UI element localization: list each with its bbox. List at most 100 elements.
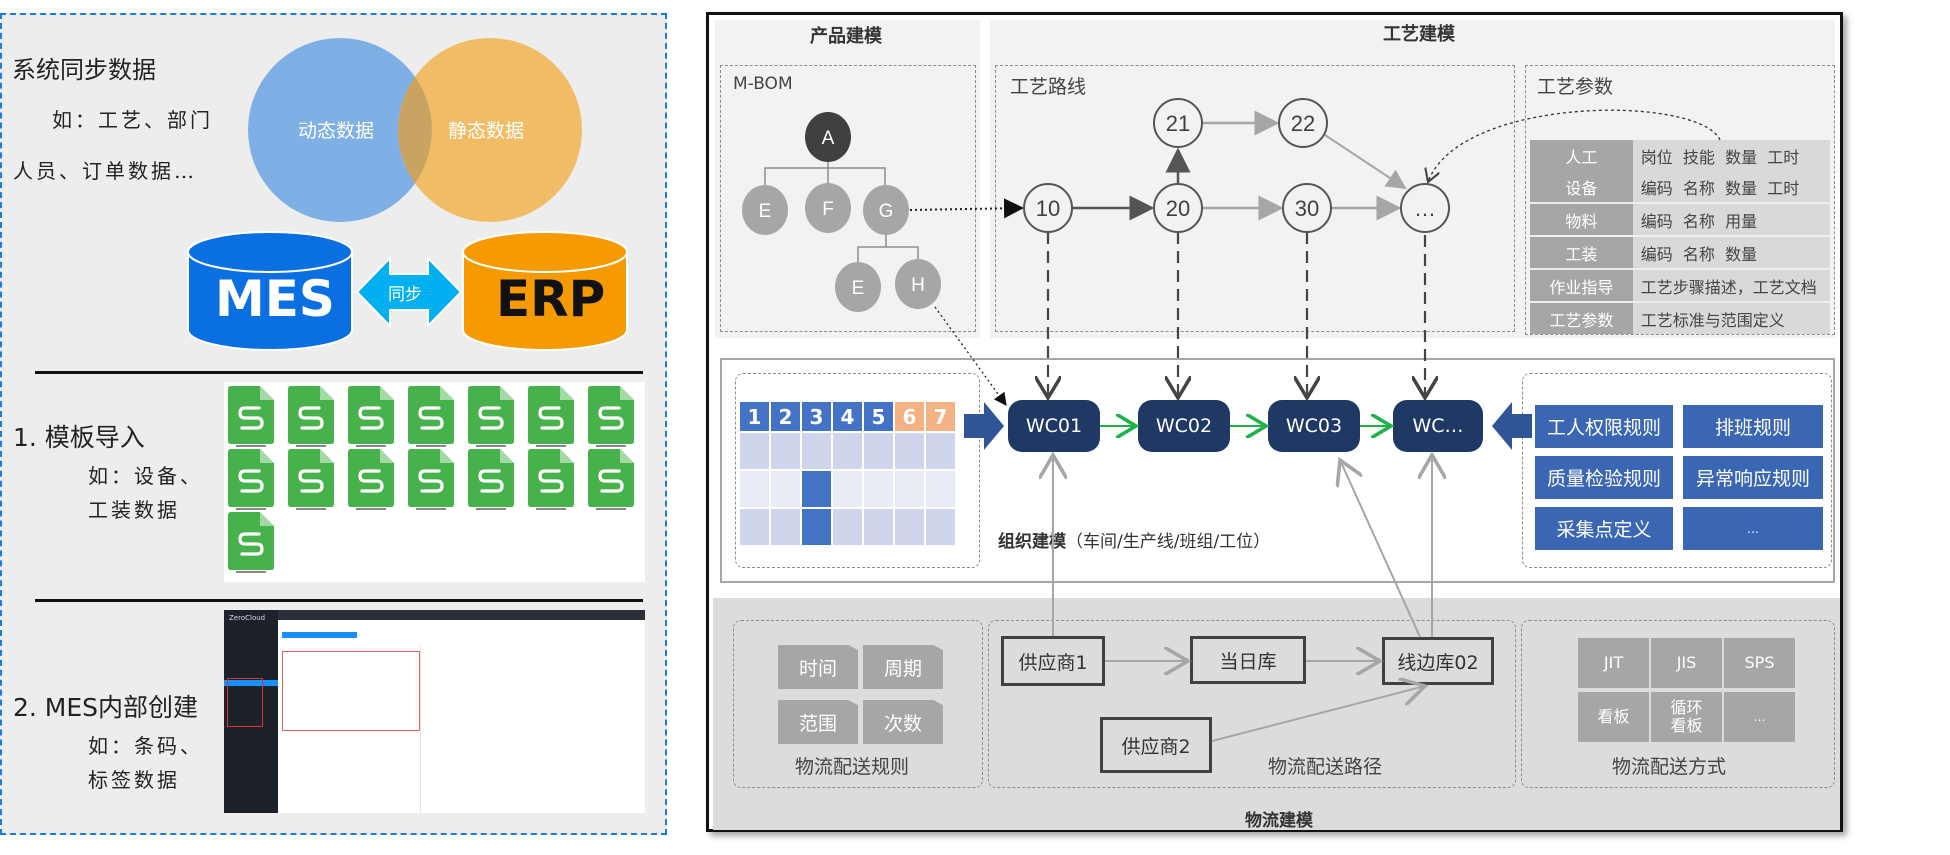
file-name-label xyxy=(236,508,266,510)
app-sidebar-active-item xyxy=(224,680,278,686)
process-modeling-title: 工艺建模 xyxy=(1383,24,1455,45)
spreadsheet-file-icon[interactable] xyxy=(408,386,454,444)
calendar-cell xyxy=(926,509,955,545)
param-value: 编码 名称 数量 工时 xyxy=(1632,171,1830,203)
spreadsheet-file-icon[interactable] xyxy=(528,386,574,444)
calendar-cell xyxy=(833,509,862,545)
param-key: 作业指导 xyxy=(1530,268,1633,302)
template-file-grid xyxy=(224,382,645,582)
calendar-cell xyxy=(771,471,800,507)
logistics-route-group xyxy=(988,620,1516,788)
mes-internal-create-example-line2: 标签数据 xyxy=(88,768,180,792)
org-modeling-subtitle: （车间/生产线/班组/工位） xyxy=(1066,532,1271,552)
spreadsheet-file-icon[interactable] xyxy=(228,386,274,444)
calendar-cell xyxy=(771,509,800,545)
logistics-rule-tag: 时间 xyxy=(778,645,858,689)
logistics-way-item: JIT xyxy=(1578,638,1649,688)
calendar-cell xyxy=(740,433,769,469)
spreadsheet-file-icon[interactable] xyxy=(588,449,634,507)
calendar-cell xyxy=(926,433,955,469)
erp-label: ERP xyxy=(496,270,606,328)
static-data-label: 静态数据 xyxy=(448,120,525,142)
mbom-label: M-BOM xyxy=(733,74,793,94)
calendar-cell xyxy=(771,433,800,469)
spreadsheet-file-icon[interactable] xyxy=(468,449,514,507)
param-key: 工装 xyxy=(1530,235,1633,269)
calendar-cell xyxy=(926,471,955,507)
spreadsheet-file-icon[interactable] xyxy=(348,449,394,507)
spreadsheet-file-icon[interactable] xyxy=(528,449,574,507)
rule-item: 工人权限规则 xyxy=(1535,405,1673,448)
sync-double-arrow-icon xyxy=(355,255,463,329)
rule-item: 排班规则 xyxy=(1683,405,1823,448)
supplier-2-node: 供应商2 xyxy=(1100,717,1212,773)
app-highlight-table xyxy=(282,651,420,731)
file-name-label xyxy=(416,445,446,447)
param-row: 设备编码 名称 数量 工时 xyxy=(1530,171,1830,203)
param-key: 物料 xyxy=(1530,202,1633,236)
template-import-example-line2: 工装数据 xyxy=(88,498,180,522)
venn-diagram xyxy=(248,38,582,222)
org-modeling-title: 组织建模 xyxy=(998,532,1066,552)
calendar-cell xyxy=(740,509,769,545)
section-divider xyxy=(35,371,643,374)
rule-item: 采集点定义 xyxy=(1535,507,1673,550)
param-value: 工艺标准与范围定义 xyxy=(1632,301,1830,334)
file-name-label xyxy=(356,508,386,510)
spreadsheet-file-icon[interactable] xyxy=(588,386,634,444)
app-highlight-sidebar xyxy=(227,678,263,727)
logistics-modeling-title: 物流建模 xyxy=(1245,811,1313,831)
supplier-1-node: 供应商1 xyxy=(1001,636,1105,686)
process-route-label: 工艺路线 xyxy=(1010,76,1087,98)
logistics-route-label: 物流配送路径 xyxy=(1268,756,1383,778)
database-sync-graphic xyxy=(187,231,628,351)
app-toolbar-buttons xyxy=(282,632,357,638)
param-row: 工艺参数工艺标准与范围定义 xyxy=(1530,301,1830,334)
spreadsheet-file-icon[interactable] xyxy=(288,386,334,444)
dynamic-data-circle xyxy=(248,38,432,222)
param-key: 工艺参数 xyxy=(1530,301,1633,334)
file-name-label xyxy=(236,571,266,573)
param-key: 设备 xyxy=(1530,171,1633,203)
logistics-rules-label: 物流配送规则 xyxy=(795,756,910,778)
param-row: 人工岗位 技能 数量 工时 xyxy=(1530,140,1830,171)
section-divider xyxy=(35,599,643,602)
process-params-table: 人工岗位 技能 数量 工时设备编码 名称 数量 工时物料编码 名称 用量工装编码… xyxy=(1530,140,1830,334)
mes-internal-create-title: 2. MES内部创建 xyxy=(13,693,199,722)
file-name-label xyxy=(296,445,326,447)
param-row: 工装编码 名称 数量 xyxy=(1530,235,1830,269)
logistics-way-item: … xyxy=(1724,692,1795,742)
file-name-label xyxy=(296,508,326,510)
mes-internal-create-example-line1: 如：条码、 xyxy=(88,734,203,758)
file-name-label xyxy=(416,508,446,510)
file-name-label xyxy=(356,445,386,447)
calendar-day-header: 6 xyxy=(895,402,924,431)
calendar-cell xyxy=(895,509,924,545)
param-row: 作业指导工艺步骤描述，工艺文档 xyxy=(1530,268,1830,302)
process-params-group xyxy=(1525,65,1835,335)
spreadsheet-file-icon[interactable] xyxy=(348,386,394,444)
process-route-group xyxy=(995,65,1515,332)
calendar-cell xyxy=(833,433,862,469)
spreadsheet-file-icon[interactable] xyxy=(408,449,454,507)
param-row: 物料编码 名称 用量 xyxy=(1530,202,1830,236)
calendar-day-header: 5 xyxy=(864,402,893,431)
mes-database-icon xyxy=(187,231,353,351)
spreadsheet-file-icon[interactable] xyxy=(228,512,274,570)
file-name-label xyxy=(596,508,626,510)
org-modeling-caption: 组织建模（车间/生产线/班组/工位） xyxy=(998,527,1270,552)
calendar-cell-scheduled xyxy=(802,471,831,507)
calendar-cell xyxy=(864,509,893,545)
line-side-warehouse-node: 线边库02 xyxy=(1382,637,1494,685)
logistics-way-item: 循环 看板 xyxy=(1651,692,1722,742)
spreadsheet-file-icon[interactable] xyxy=(228,449,274,507)
erp-database-icon xyxy=(462,231,628,351)
file-name-label xyxy=(476,445,506,447)
param-value: 工艺步骤描述，工艺文档 xyxy=(1632,268,1830,302)
logistics-rules-group xyxy=(733,620,983,788)
logistics-way-item: SPS xyxy=(1724,638,1795,688)
rules-group xyxy=(1522,373,1832,568)
spreadsheet-file-icon[interactable] xyxy=(468,386,514,444)
spreadsheet-file-icon[interactable] xyxy=(288,449,334,507)
